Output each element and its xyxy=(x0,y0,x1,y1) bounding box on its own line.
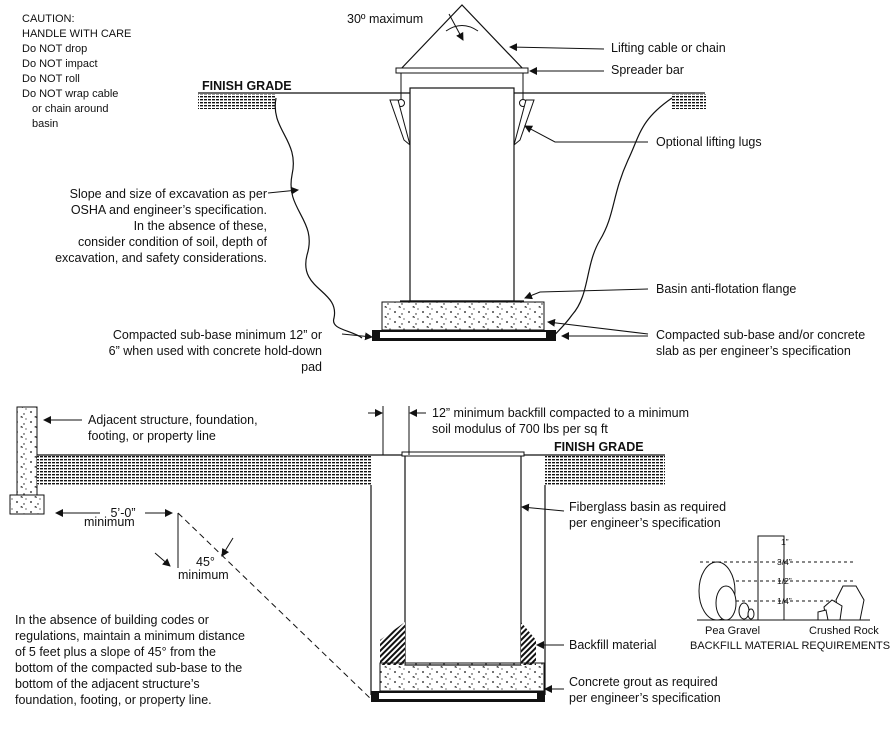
concrete-grout-label: per engineer’s specification xyxy=(569,691,721,705)
angle-label: 45° xyxy=(196,555,215,569)
scale-1-2in: 1/2” xyxy=(777,576,792,586)
caution-line: Do NOT roll xyxy=(22,73,80,85)
note-line: bottom of the adjacent structure’s xyxy=(15,677,200,691)
fiberglass-basin-bottom xyxy=(404,454,522,666)
lifting-lug-right xyxy=(513,99,535,147)
concrete-grout xyxy=(379,662,545,692)
adjacent-structure-label: Adjacent structure, foundation, xyxy=(88,413,258,427)
lifting-lug-left xyxy=(389,99,411,147)
legend-title: BACKFILL MATERIAL REQUIREMENTS xyxy=(690,640,891,652)
adjacent-structure-label: footing, or property line xyxy=(88,429,216,443)
excavation-line: OSHA and engineer’s specification. xyxy=(70,203,267,217)
pea-gravel-label: Pea Gravel xyxy=(705,625,761,637)
backfill-right xyxy=(521,622,536,665)
slab-label: slab as per engineer’s specification xyxy=(656,344,851,358)
caution-line: Do NOT drop xyxy=(22,43,88,55)
scale-ruler xyxy=(757,535,785,621)
scale-1in: 1” xyxy=(781,537,789,547)
note-line: foundation, footing, or property line. xyxy=(15,693,212,707)
caution-line: Do NOT impact xyxy=(22,58,98,70)
lifting-cable-label: Lifting cable or chain xyxy=(611,41,726,55)
backfill-left xyxy=(380,622,405,665)
excavation-line: consider condition of soil, depth of xyxy=(77,235,267,249)
fiberglass-basin-label: per engineer’s specification xyxy=(569,516,721,530)
slope-line xyxy=(177,512,373,701)
caution-line: Do NOT wrap cable xyxy=(22,88,119,100)
adjacent-structure-wall xyxy=(16,406,38,496)
note-line: In the absence of building codes or xyxy=(15,613,209,627)
distance-label: minimum xyxy=(84,515,135,529)
excavation-line: excavation, and safety considerations. xyxy=(55,251,267,265)
subbase-line: Compacted sub-base minimum 12” or xyxy=(112,328,322,342)
spreader-bar xyxy=(395,67,529,74)
flange-label: Basin anti-flotation flange xyxy=(656,282,797,296)
bottom-installation-diagram xyxy=(9,406,665,702)
crushed-rock-label: Crushed Rock xyxy=(809,625,879,637)
scale-1-4in: 1/4” xyxy=(777,596,792,606)
basin-body-top xyxy=(409,87,515,302)
concrete-grout-label: Concrete grout as required xyxy=(569,675,718,689)
subbase-line: 6” when used with concrete hold-down xyxy=(108,344,322,358)
finish-grade-top: FINISH GRADE xyxy=(202,79,292,93)
lifting-lugs-label: Optional lifting lugs xyxy=(656,135,762,149)
cable-angle-label: 30º maximum xyxy=(347,12,424,26)
backfill-legend xyxy=(697,535,870,621)
excavation-wall-right xyxy=(551,97,673,339)
crushed-rock-large xyxy=(835,585,865,621)
note-line: of 5 feet plus a slope of 45° from the xyxy=(15,645,216,659)
excavation-wall-left xyxy=(274,97,363,339)
backfill-12-label: 12” minimum backfill compacted to a mini… xyxy=(432,406,690,420)
soil-hatch-right xyxy=(672,94,706,109)
note-line: regulations, maintain a minimum distance xyxy=(15,629,245,643)
spreader-bar-label: Spreader bar xyxy=(611,63,684,77)
scale-3-4in: 3/4” xyxy=(777,557,792,567)
caution-line: CAUTION: xyxy=(22,13,75,25)
backfill-12-label: soil modulus of 700 lbs per sq ft xyxy=(432,422,608,436)
caution-line: HANDLE WITH CARE xyxy=(22,28,132,40)
caution-line: or chain around xyxy=(32,103,109,115)
finish-grade-bottom: FINISH GRADE xyxy=(554,440,644,454)
angle-label: minimum xyxy=(178,568,229,582)
subbase-line: pad xyxy=(301,360,322,374)
backfill-material-label: Backfill material xyxy=(569,638,657,652)
slab-label: Compacted sub-base and/or concrete xyxy=(656,328,866,342)
excavation-line: In the absence of these, xyxy=(133,219,267,233)
soil-band-left xyxy=(37,455,371,485)
distance-label: 5’-0” xyxy=(110,506,136,520)
soil-hatch-left xyxy=(198,94,276,109)
top-installation-diagram xyxy=(198,4,706,341)
excavation-line: Slope and size of excavation as per xyxy=(69,187,267,201)
angle-arc xyxy=(445,25,479,32)
note-line: bottom of the compacted sub-base to the xyxy=(15,661,243,675)
soil-band-right xyxy=(545,455,665,485)
lifting-cable xyxy=(397,4,527,73)
concrete-slab-top xyxy=(381,301,545,331)
fiberglass-basin-label: Fiberglass basin as required xyxy=(569,500,727,514)
adjacent-structure-footing xyxy=(9,494,45,515)
caution-line: basin xyxy=(32,118,59,130)
